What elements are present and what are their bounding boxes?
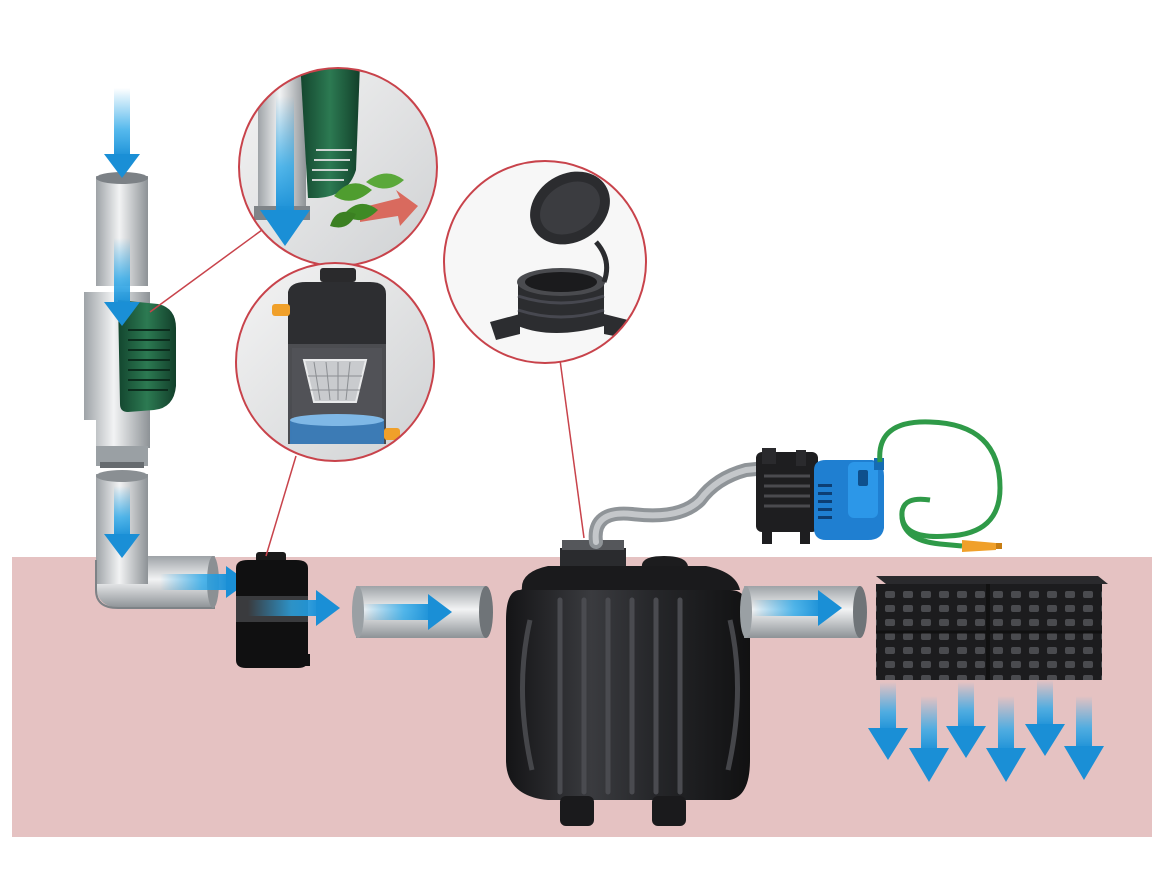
garden-hose bbox=[877, 419, 1003, 552]
flow-arrow-filter-out bbox=[248, 590, 340, 626]
storage-tank-icon bbox=[506, 540, 750, 826]
downpipe-filter-icon bbox=[84, 292, 176, 468]
callout-underground-filter-detail bbox=[235, 262, 435, 462]
flow-arrows-infiltration bbox=[868, 680, 1104, 782]
flow-arrows-downpipe bbox=[104, 88, 248, 598]
callout-tank-lid-detail bbox=[443, 160, 647, 364]
pipe-filter-to-tank bbox=[352, 586, 493, 638]
infiltration-crate-icon bbox=[876, 576, 1108, 680]
downpipe bbox=[95, 172, 219, 609]
callout-downpipe-filter-detail bbox=[238, 67, 438, 267]
garden-pump-icon bbox=[756, 448, 884, 544]
pipe-tank-to-crate bbox=[740, 586, 867, 638]
suction-hose bbox=[588, 461, 773, 549]
tank-lid-icon bbox=[490, 171, 628, 340]
callout-lines bbox=[149, 229, 585, 557]
